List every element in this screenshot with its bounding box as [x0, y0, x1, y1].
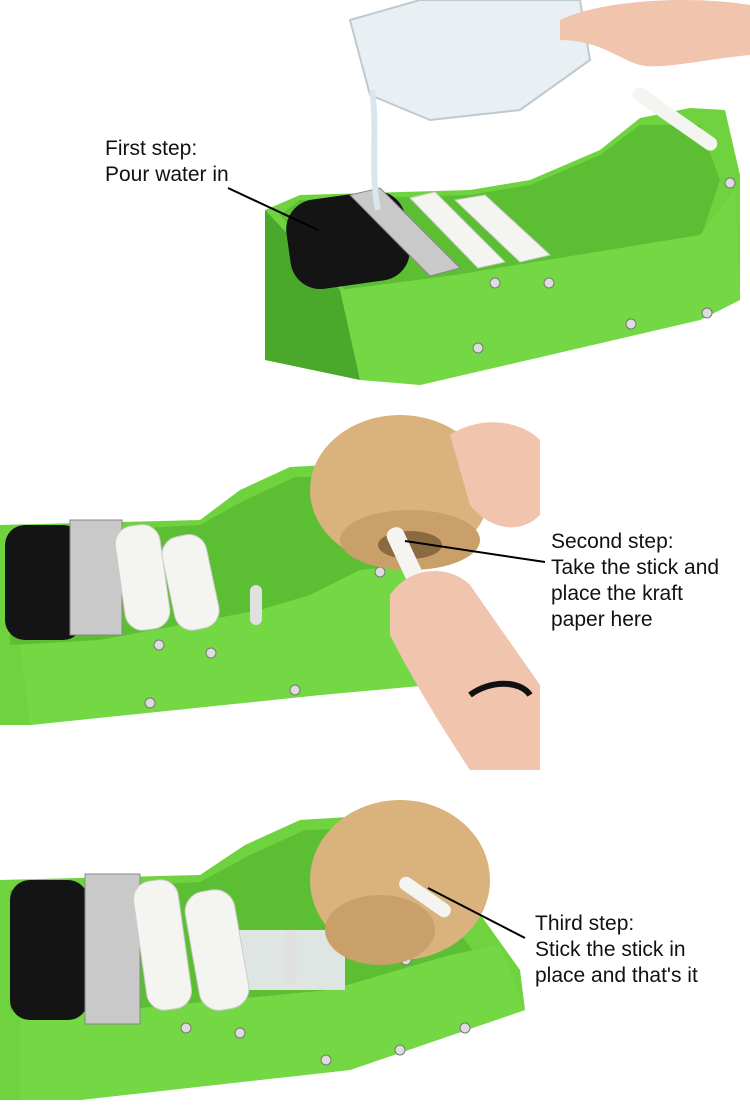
hand [560, 0, 750, 67]
dispenser-insert-paper-illustration [0, 415, 546, 770]
step-2-panel: Second step: Take the stick and place th… [0, 395, 750, 770]
step-2-caption: Second step: Take the stick and place th… [551, 529, 719, 633]
cutter-blade [84, 873, 141, 1025]
dispenser-front-wall [20, 945, 525, 1100]
cutter-blade [69, 519, 123, 636]
brush-roller [10, 880, 88, 1020]
white-roller-2 [453, 194, 552, 263]
step-3-line-2: place and that's it [535, 964, 698, 987]
step-3-pointer-line [427, 887, 526, 939]
step-1-title: First step: [105, 137, 198, 160]
top-rod [632, 87, 718, 151]
white-roller-2 [161, 534, 220, 631]
dispenser-front-wall [20, 565, 430, 725]
step-1-line-1: Pour water in [105, 163, 229, 186]
dispenser-pour-water-illustration [227, 0, 750, 385]
kraft-tape-roll-face [325, 895, 435, 965]
step-2-line-3: paper here [551, 608, 653, 631]
step-2-title: Second step: [551, 530, 674, 553]
dispenser-left-side [265, 210, 360, 380]
step-1-panel: First step: Pour water in [0, 0, 750, 395]
step-3-caption: Third step: Stick the stick in place and… [535, 911, 698, 989]
step-2-line-2: place the kraft [551, 582, 683, 605]
support-rod [250, 585, 262, 625]
measuring-cup [348, 0, 592, 122]
step-1-pointer-line [227, 187, 319, 231]
step-3-panel: Third step: Stick the stick in place and… [0, 770, 750, 1107]
upper-hand [450, 422, 540, 528]
lower-hand [390, 571, 540, 770]
dispenser-front-wall [340, 190, 740, 385]
step-2-line-1: Take the stick and [551, 556, 720, 579]
step-3-title: Third step: [535, 912, 635, 935]
support-rod [285, 930, 297, 985]
white-roller-2 [184, 889, 250, 1011]
white-roller-1 [132, 879, 192, 1011]
step-3-line-1: Stick the stick in [535, 938, 686, 961]
white-roller-1 [114, 524, 171, 631]
stick [399, 876, 451, 918]
step-2-pointer-line [404, 540, 546, 563]
brush-roller [5, 525, 83, 640]
step-1-caption: First step: Pour water in [105, 136, 229, 188]
hair-tie [468, 680, 533, 698]
water-stream [369, 89, 381, 211]
dispenser-finished-illustration [0, 800, 526, 1100]
white-roller-1 [409, 191, 506, 269]
